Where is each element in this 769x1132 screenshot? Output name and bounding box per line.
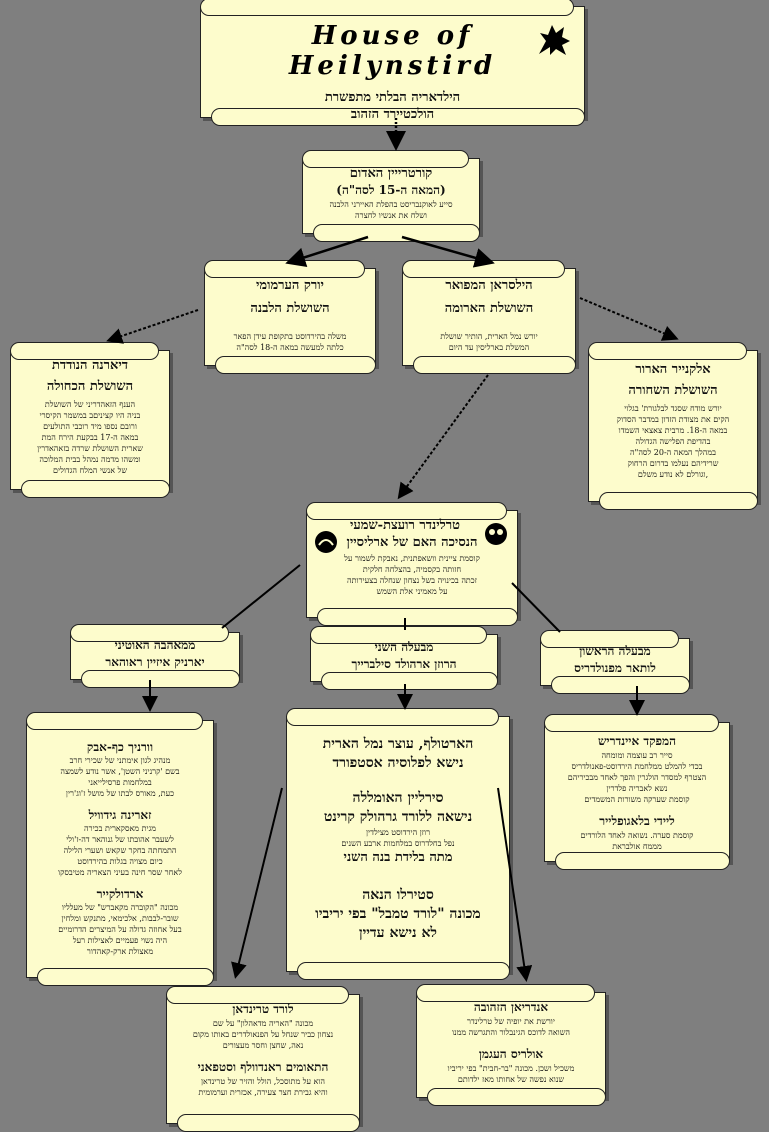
child-name: התאומים ראנדוולף וסטפאני (197, 1060, 329, 1074)
spouse-label: מבעלה הראשון (579, 644, 651, 658)
node-bottom-right: אנדריאן הזהובה יורשת את יופיה של טרלינדר… (416, 984, 606, 1106)
child-name: אולריס העגמן (478, 1047, 544, 1061)
node-left-children: וורניך כף-אבק מנהיג לגון אימתני של שכירי… (26, 712, 214, 986)
child-sub: נישא לפלוסיה אסטפורד (332, 755, 464, 771)
node-desc: סייע לאוקנבריסט בהפלת האיירני הלבנה (329, 200, 453, 209)
node-desc: יורש נמל הארית, הותיר שושלת (440, 332, 538, 341)
node-name: הילסראן המפואר (445, 278, 533, 293)
spouse-label: ממאהבה האוטיני (114, 638, 196, 652)
node-house: השושלת הכחולה (46, 379, 134, 394)
crest-icon (315, 531, 337, 553)
node-desc: המשלת בארליסין עד היום (448, 343, 530, 352)
child-sub: מכונה "לורד טמבל" בפי יריביו (315, 906, 481, 922)
node-name: קורטרייין האדום (349, 166, 433, 181)
child-name: סירליין האומללה (352, 790, 444, 806)
child-extra: לא נישא עדיין (359, 925, 437, 941)
child-name: וורניך כף-אבק (86, 740, 154, 754)
spouse-name: יארניק איזיין ראוהאר (105, 655, 205, 669)
gryphon-emblem-icon (539, 25, 570, 55)
crest-icon (485, 523, 507, 545)
node-house: השושלת השחורה (628, 383, 718, 398)
node-name: טרלינדר רועצת-שמעי (350, 518, 460, 533)
node-house: השושלת הלבנה (250, 301, 330, 316)
child-name: זארינה גידוויל (88, 808, 152, 822)
node-house: השושלת הארומה (444, 301, 534, 316)
child-name: ליידי בלאגופלייר (599, 814, 675, 828)
child-name: אנדריאן הזהובה (473, 1000, 549, 1014)
node-desc: כלתה למעשה במאה ה-18 לסה"ה (236, 343, 344, 352)
node-hilsran: הילסראן המפואר השושלת הארומה יורש נמל הא… (402, 260, 576, 374)
node-kortrin: קורטרייין האדום (המאה ה-15 לסה"ה) סייע ל… (302, 150, 480, 242)
node-desc: משלה בהירדוסט בתקופת עידן הפאר (233, 332, 347, 341)
node-terlinder: טרלינדר רועצת-שמעי הנסיכה האם של ארליסיי… (306, 502, 518, 626)
node-spouse-arhold: מבעלה השני הרוזן ארהולד סילברייך (310, 626, 498, 690)
node-name: אלקנייר הארור (635, 362, 711, 377)
node-spouse-yarnik: ממאהבה האוטיני יארניק איזיין ראוהאר (70, 624, 240, 688)
title-scroll: House of Heilynstird הילדאריה הבלתי מתפש… (200, 0, 585, 126)
node-yorik: יורק הערמומי השושלת הלבנה משלה בהירדוסט … (204, 260, 376, 374)
node-house: הנסיכה האם של ארליסיין (346, 535, 478, 550)
title-line2: הולכטיירד הזהוב (350, 107, 435, 122)
title-line1: הילדאריה הבלתי מתפשרת (324, 90, 461, 105)
spouse-name: לותאר מפנולדריס (574, 661, 656, 675)
node-spouse-lothar: מבעלה הראשון לותאר מפנולדריס (540, 630, 690, 694)
spouse-name: הרוזן ארהולד סילברייך (351, 657, 457, 671)
child-name: ארדולקייר (96, 887, 144, 901)
child-name: סטירלו הנאה (362, 887, 434, 903)
child-sub: נישאה ללורד גרהולק קרינט (323, 809, 473, 825)
node-bottom-left: לורד טרינדאן מכונה "האריה מדאהלון" על שם… (166, 986, 360, 1132)
node-desc: ושלח את אנשיו לחצרה (355, 211, 427, 220)
node-name: יורק הערמומי (256, 278, 324, 293)
house-title: House of Heilynstird (288, 21, 497, 81)
node-sub: (המאה ה-15 לסה"ה) (336, 183, 446, 197)
child-name: לורד טרינדאן (232, 1002, 294, 1016)
spouse-label: מבעלה השני (374, 640, 434, 654)
node-diarna: דיארנה הנודדת השושלת הכחולה הענף הזאהדרי… (10, 342, 170, 498)
child-name: המפקד איינדריש (597, 734, 677, 748)
node-elkanir: אלקנייר הארור השושלת השחורה יורש מודח שס… (588, 342, 758, 510)
child-name: הארטולף, עוצר נמל הארית (322, 736, 474, 752)
node-mid-children: הארטולף, עוצר נמל הארית נישא לפלוסיה אסט… (286, 708, 510, 980)
child-extra: מתה בלידת בנה השני (343, 850, 453, 865)
node-name: דיארנה הנודדת (51, 358, 129, 373)
